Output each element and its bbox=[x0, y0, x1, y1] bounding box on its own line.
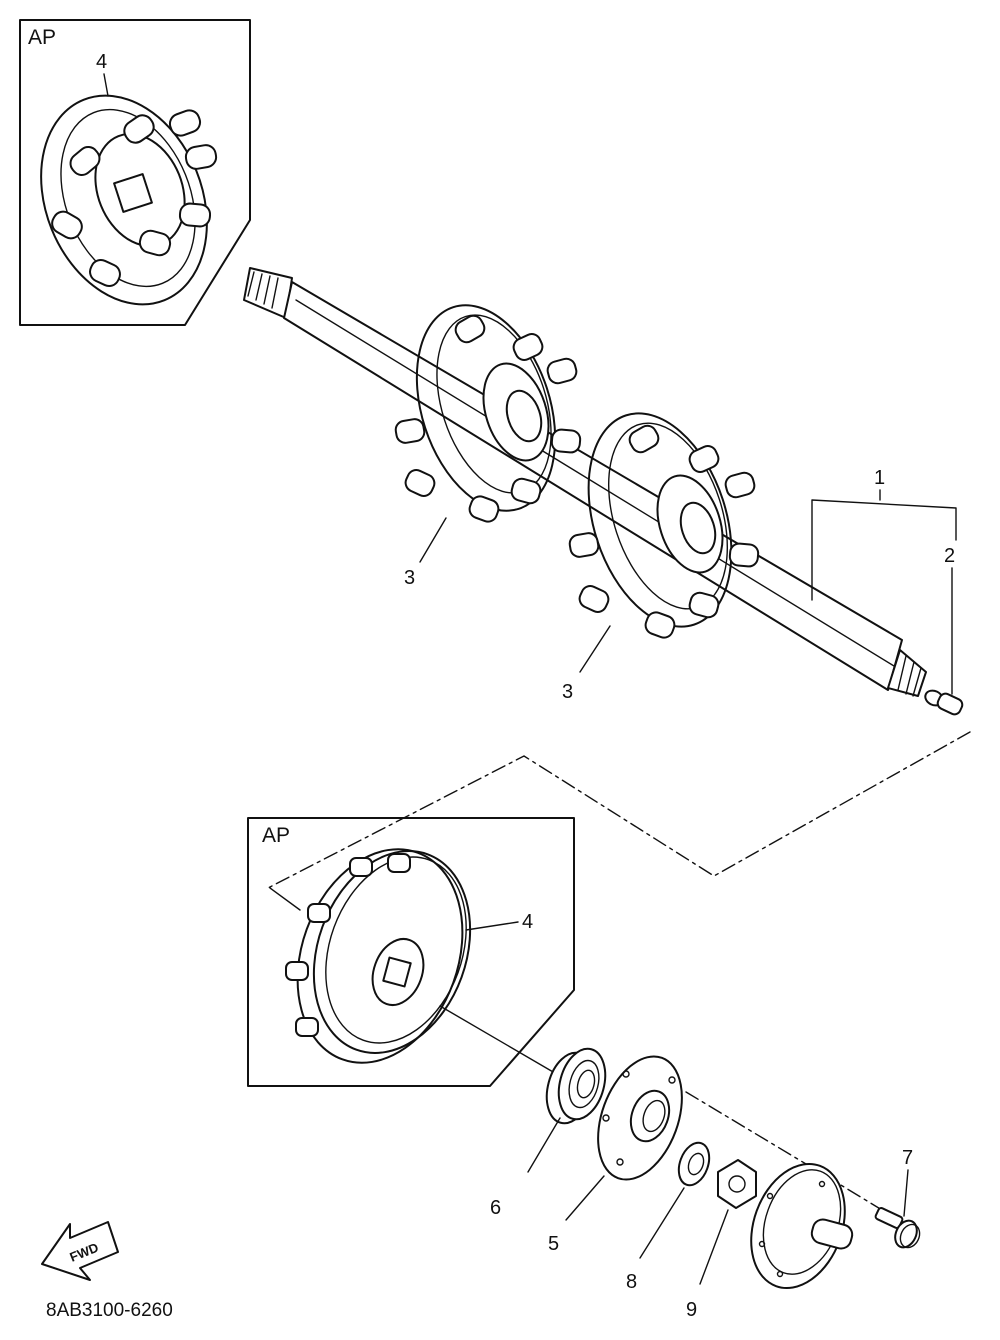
label-bolt: 7 bbox=[902, 1147, 913, 1169]
label-bearing: 6 bbox=[490, 1197, 501, 1219]
bearing-housing bbox=[597, 1055, 683, 1181]
inset-bottom-ap-tag: AP bbox=[262, 824, 290, 847]
label-nut: 9 bbox=[686, 1299, 697, 1321]
inset-bottom-ap: AP 4 bbox=[247, 817, 575, 1087]
drawing-code: 8AB3100-6260 bbox=[46, 1300, 173, 1321]
drive-shaft bbox=[243, 267, 927, 697]
inset-top-ap: AP 4 bbox=[19, 19, 251, 326]
axle-hub bbox=[750, 1163, 854, 1289]
assembly-guide-line bbox=[267, 731, 971, 889]
bolt-guide-line bbox=[685, 1091, 893, 1217]
idler-wheel-inset-bottom bbox=[285, 848, 472, 1064]
sprocket-wheel-inset-top bbox=[40, 94, 218, 306]
washer bbox=[677, 1141, 711, 1187]
bearing bbox=[545, 1047, 607, 1125]
flange-bolt bbox=[874, 1207, 921, 1249]
label-bearing-housing: 5 bbox=[548, 1233, 559, 1255]
label-sprocket-right: 3 bbox=[562, 681, 573, 703]
inset-top-part-label: 4 bbox=[96, 51, 107, 73]
nut bbox=[717, 1159, 757, 1209]
sprocket-right bbox=[568, 412, 760, 639]
forward-direction-arrow: FWD bbox=[41, 1221, 119, 1281]
inset-top-ap-tag: AP bbox=[28, 26, 56, 49]
label-1-group: 1 2 bbox=[811, 467, 957, 695]
label-washer: 8 bbox=[626, 1271, 637, 1293]
bearing-guide-line bbox=[439, 1005, 561, 1077]
label-sprocket-left: 3 bbox=[404, 567, 415, 589]
label-plug: 2 bbox=[944, 545, 955, 567]
inset-bottom-part-label: 4 bbox=[522, 911, 533, 933]
label-shaft-assembly: 1 bbox=[874, 467, 885, 489]
sprocket-left bbox=[394, 304, 582, 523]
labels-sprocket: 3 3 bbox=[404, 517, 611, 703]
shaft-end-plug bbox=[924, 689, 964, 716]
